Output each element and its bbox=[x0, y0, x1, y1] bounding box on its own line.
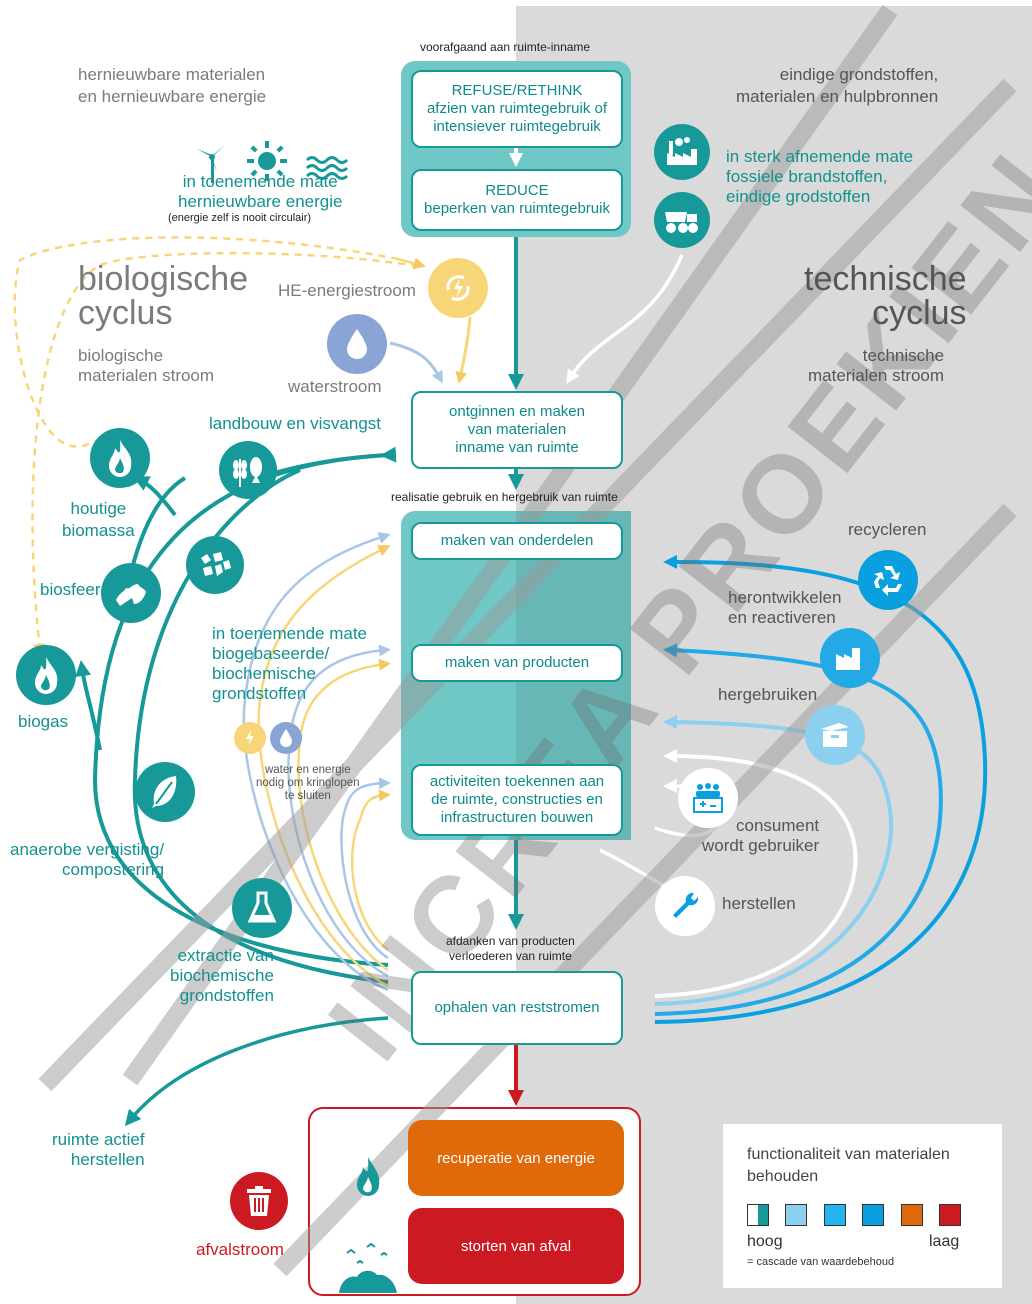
landfill-icon bbox=[328, 1222, 399, 1300]
leaf-icon bbox=[135, 762, 195, 822]
finite-resources-label: eindige grondstoffen, materialen en hulp… bbox=[736, 65, 939, 106]
restore-space-label: ruimte actief herstellen bbox=[52, 1130, 145, 1169]
landfill-box: storten van afval bbox=[408, 1208, 624, 1284]
realisation-label: realisatie gebruik en hergebruik van rui… bbox=[391, 490, 618, 504]
increasing-renewable-label: in toenemende mate hernieuwbare energie bbox=[178, 172, 343, 211]
biogas-label: biogas bbox=[18, 712, 69, 731]
biobased-label: in toenemende mate biogebaseerde/ bioche… bbox=[212, 624, 367, 703]
biosphere-icon bbox=[101, 563, 161, 623]
legend-swatch-blue2 bbox=[862, 1204, 884, 1226]
energy-flow-label: HE-energiestroom bbox=[278, 281, 416, 300]
energy-flow-icon bbox=[428, 258, 488, 318]
woody-biomass-icon bbox=[90, 428, 150, 488]
biogas-icon bbox=[16, 645, 76, 705]
water-flow-label: waterstroom bbox=[288, 377, 382, 396]
energy-note: (energie zelf is nooit circulair) bbox=[168, 212, 312, 224]
legend-swatch-blue1 bbox=[824, 1204, 846, 1226]
legend-low: laag bbox=[929, 1233, 960, 1250]
energy-recovery-box: recuperatie van energie bbox=[408, 1120, 624, 1196]
legend-note: = cascade van waardebehoud bbox=[747, 1256, 895, 1268]
mining-truck-icon bbox=[654, 192, 710, 248]
woody-biomass-label: houtige biomassa bbox=[62, 499, 135, 540]
legend-swatch-teal bbox=[747, 1204, 769, 1226]
tech-cycle-title: technische cyclus bbox=[804, 260, 967, 332]
factory-icon bbox=[654, 124, 710, 180]
anaerobic-label: anaerobe vergisting/ compostering bbox=[10, 840, 165, 879]
water-energy-label: water en energie nodig om kringlopen te … bbox=[256, 764, 360, 802]
flask-icon bbox=[232, 878, 292, 938]
box-icon bbox=[805, 705, 865, 765]
water-waves-icon bbox=[296, 133, 349, 187]
repair-label: herstellen bbox=[722, 894, 796, 913]
refuse-rethink-box: REFUSE/RETHINK afzien van ruimtegebruik … bbox=[411, 70, 623, 148]
extract-box: ontginnen en maken van materialen inname… bbox=[411, 391, 623, 469]
bio-cycle-sub: biologische materialen stroom bbox=[78, 346, 215, 385]
bio-cycle-title: biologische cyclus bbox=[78, 260, 249, 332]
collect-box: ophalen van reststromen bbox=[411, 971, 623, 1045]
legend-swatch-lightblue bbox=[785, 1204, 807, 1226]
legend-high: hoog bbox=[747, 1233, 783, 1250]
consumer-icon bbox=[678, 768, 738, 828]
wrench-icon bbox=[655, 876, 715, 936]
renewable-label: hernieuwbare materialen en hernieuwbare … bbox=[78, 65, 267, 106]
sun-icon bbox=[236, 120, 289, 188]
waste-stream-label: afvalstroom bbox=[196, 1240, 284, 1259]
products-box: maken van producten bbox=[411, 644, 623, 682]
consumer-label: consument wordt gebruiker bbox=[702, 816, 820, 855]
recycle-icon bbox=[858, 550, 918, 610]
legend-swatch-red bbox=[939, 1204, 961, 1226]
header-before: voorafgaand aan ruimte-inname bbox=[420, 40, 591, 54]
reduce-box: REDUCE beperken van ruimtegebruik bbox=[411, 169, 623, 231]
legend-title: functionaliteit van materialen behouden bbox=[747, 1146, 950, 1185]
recycle-label: recycleren bbox=[848, 520, 927, 539]
tech-cycle-sub: technische materialen stroom bbox=[808, 346, 945, 385]
biosphere-label: biosfeer bbox=[40, 580, 101, 599]
wheat-fish-icon bbox=[219, 441, 277, 499]
flame-icon bbox=[344, 1136, 383, 1204]
decreasing-fossil-label: in sterk afnemende mate fossiele brandst… bbox=[726, 147, 914, 206]
discard-label: afdanken van producten verloederen van r… bbox=[446, 934, 575, 963]
small-water-icon bbox=[270, 722, 302, 754]
legend-swatch-orange bbox=[901, 1204, 923, 1226]
extraction-label: extractie van biochemische grondstoffen bbox=[170, 946, 274, 1005]
farming-label: landbouw en visvangst bbox=[209, 414, 382, 433]
water-flow-icon bbox=[327, 314, 387, 374]
ore-icon bbox=[186, 536, 244, 594]
redevelop-label: herontwikkelen en reactiveren bbox=[728, 588, 842, 627]
reuse-label: hergebruiken bbox=[718, 685, 818, 704]
wind-turbine-icon bbox=[186, 120, 229, 188]
activities-box: activiteiten toekennen aan de ruimte, co… bbox=[411, 764, 623, 836]
building-icon bbox=[820, 628, 880, 688]
parts-box: maken van onderdelen bbox=[411, 522, 623, 560]
legend: functionaliteit van materialen behouden … bbox=[723, 1124, 1002, 1288]
small-energy-icon bbox=[234, 722, 266, 754]
trash-icon bbox=[230, 1172, 288, 1230]
